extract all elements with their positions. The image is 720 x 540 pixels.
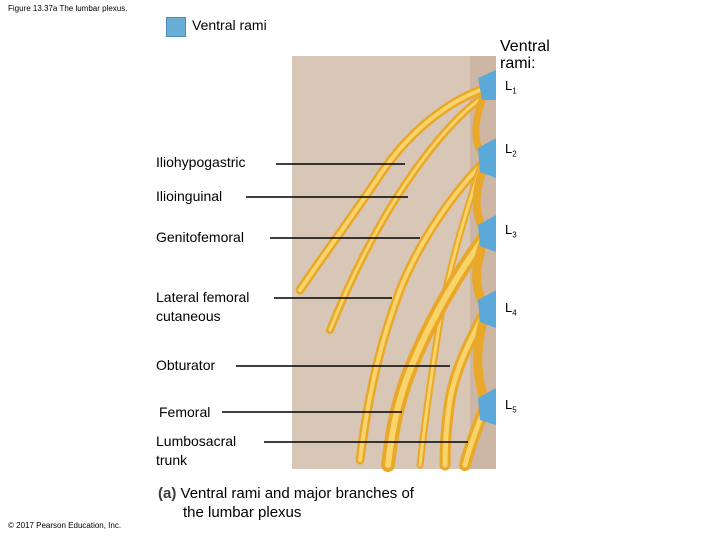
nerve-bundle (295, 83, 493, 472)
root-l3 (478, 215, 496, 252)
ventral-rami-title: Ventral rami: (500, 38, 550, 72)
ventral-rami-roots (478, 70, 496, 425)
legend-swatch (166, 17, 186, 37)
label-iliohypogastric: Iliohypogastric (156, 154, 246, 170)
level-l4: L4 (505, 300, 517, 318)
root-l1 (478, 70, 496, 100)
label-obturator: Obturator (156, 357, 216, 373)
panel-caption: (a) Ventral rami and major branches of t… (158, 485, 414, 521)
label-ilioinguinal: Ilioinguinal (156, 188, 223, 204)
label-femoral: Femoral (159, 404, 211, 420)
panel-letter: (a) (158, 485, 177, 502)
root-l5 (478, 388, 496, 425)
label-genitofemoral: Genitofemoral (156, 229, 244, 245)
leader-lines (222, 163, 468, 443)
label-lumbosacral-trunk: Lumbosacral trunk (156, 433, 237, 468)
level-l2: L2 (505, 141, 517, 159)
root-l4 (478, 290, 496, 328)
copyright-notice: © 2017 Pearson Education, Inc. (8, 521, 122, 530)
legend-label: Ventral rami (192, 17, 267, 33)
figure-caption: Figure 13.37a The lumbar plexus. (8, 4, 128, 13)
label-lateral-femoral-cutaneous: Lateral femoral cutaneous (156, 289, 250, 324)
level-l1: L1 (505, 78, 517, 96)
level-l5: L5 (505, 397, 517, 415)
level-l3: L3 (505, 222, 517, 240)
root-l2 (478, 138, 496, 178)
